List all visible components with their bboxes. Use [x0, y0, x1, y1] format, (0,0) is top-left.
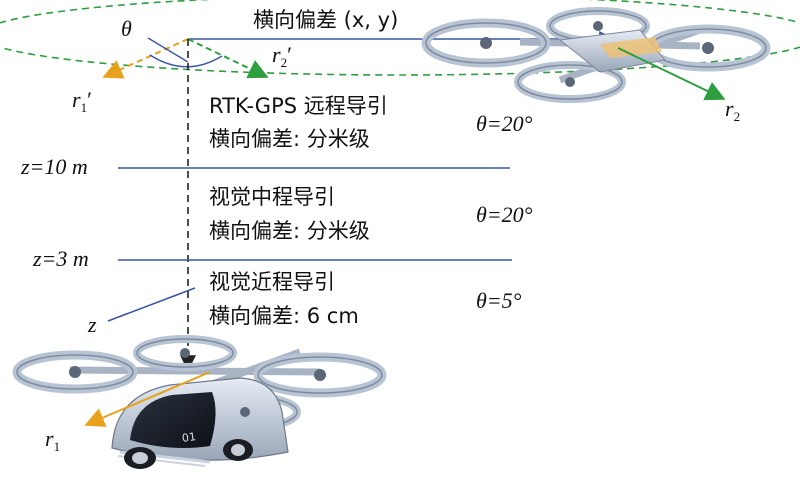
flying-car [12, 335, 387, 469]
stage-near-deviation: 横向偏差: 6 cm [209, 304, 359, 328]
lateral-deviation-label: 横向偏差 (x, y) [253, 8, 399, 32]
stage-mid-title: 视觉中程导引 [209, 185, 335, 209]
r1-label: r1 [45, 426, 61, 454]
stage-mid-deviation: 横向偏差: 分米级 [209, 219, 370, 243]
height-3m-label: z=3 m [33, 246, 89, 271]
theta-pointer [147, 37, 189, 63]
r1-arrow [84, 371, 211, 427]
theta-arc [149, 54, 223, 68]
stage-rtk-deviation: 横向偏差: 分米级 [209, 127, 370, 151]
stage-mid-angle: θ=20° [476, 202, 533, 227]
stage-near-title: 视觉近程导引 [209, 270, 335, 294]
r2-prime-arrow [187, 38, 269, 79]
r1-prime-label: r1′ [72, 87, 92, 115]
r2-arrow [617, 47, 726, 101]
drone-top [421, 7, 771, 103]
r1-prime-arrow [102, 38, 189, 79]
r2-prime-label: r2′ [272, 42, 292, 70]
guidance-cone-ellipse [0, 0, 800, 76]
stage-rtk-title: RTK-GPS 远程导引 [209, 94, 388, 118]
theta-label: θ [121, 16, 132, 41]
z-axis-line [107, 287, 196, 322]
r2-label: r2 [725, 96, 741, 124]
z-axis-label: z [88, 312, 97, 337]
height-10m-label: z=10 m [21, 154, 88, 179]
car-number: 01 [181, 430, 197, 445]
stage-near-angle: θ=5° [476, 288, 522, 313]
stage-rtk-angle: θ=20° [476, 111, 533, 136]
